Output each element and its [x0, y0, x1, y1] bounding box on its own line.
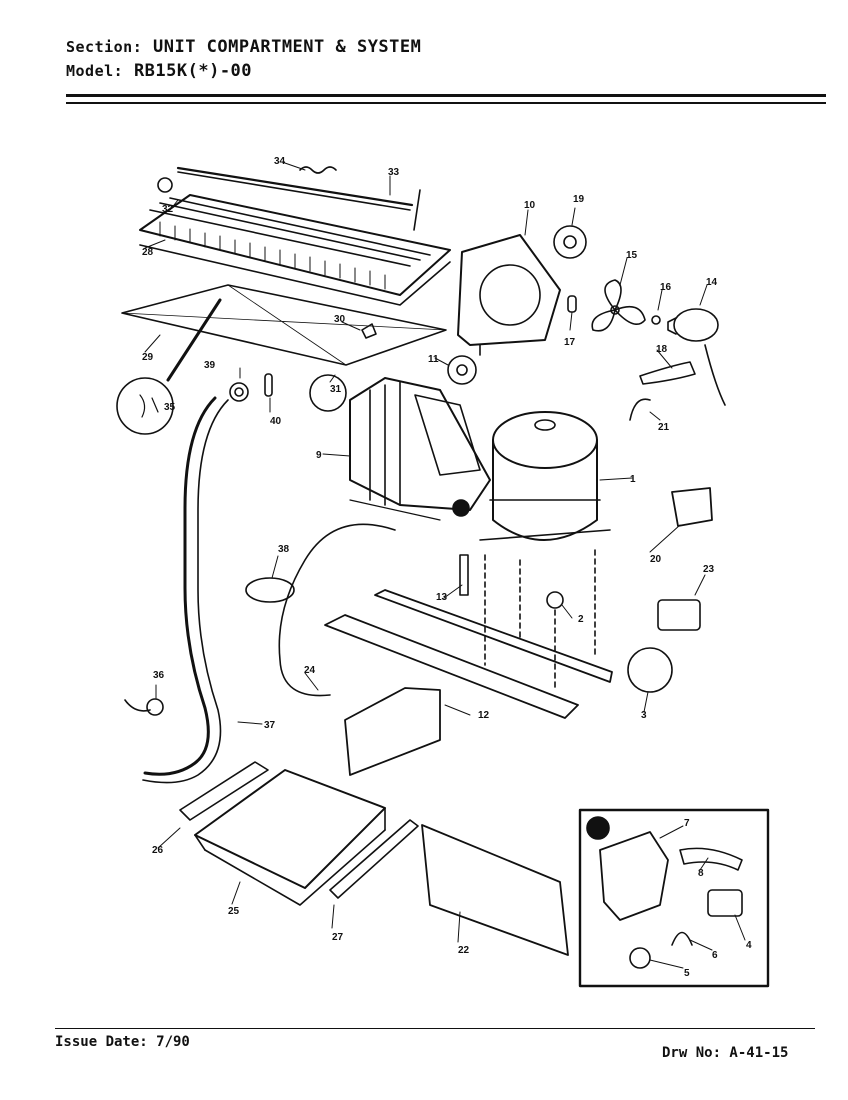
- callout-12: 12: [478, 710, 490, 721]
- part-22-panel: [421, 824, 569, 956]
- part-6-clip: [671, 931, 693, 946]
- callout-7: 7: [684, 818, 690, 829]
- callout-19: 19: [573, 194, 585, 205]
- part-36-fitting: [146, 698, 164, 716]
- part-23-overload: [657, 599, 701, 631]
- callout-2: 2: [578, 614, 584, 625]
- part-2-mount: [546, 591, 564, 609]
- part-8-bracket: [679, 847, 743, 871]
- inset-marker-on-compressor: [452, 499, 470, 517]
- leader-lines: [144, 161, 746, 969]
- callout-34: 34: [274, 156, 286, 167]
- callout-labels: 1234567891011121314151617181920212223242…: [142, 156, 752, 979]
- callout-39: 39: [204, 360, 216, 371]
- part-10-fan-shroud: [457, 234, 561, 356]
- part-39-grommet: [229, 382, 249, 402]
- callout-31: 31: [330, 384, 342, 395]
- part-30-clip: [361, 323, 377, 339]
- callout-13: 13: [436, 592, 448, 603]
- part-9-evaporator: [349, 377, 491, 521]
- part-7-cover: [599, 831, 669, 921]
- part-1-compressor: [479, 411, 611, 541]
- callout-23: 23: [703, 564, 715, 575]
- part-29-plate-diagonal: [121, 284, 447, 366]
- header-rule-top: [66, 94, 826, 97]
- inset-marker-icon: [586, 816, 610, 840]
- callout-20: 20: [650, 554, 662, 565]
- callout-28: 28: [142, 247, 154, 258]
- part-24-cord: [278, 523, 396, 697]
- part-4-relay: [707, 889, 743, 917]
- part-12-bracket: [344, 687, 441, 776]
- part-18-bracket: [639, 361, 696, 385]
- part-19-bushing: [553, 225, 587, 259]
- part-28-condenser: [139, 177, 451, 306]
- callout-40: 40: [270, 416, 282, 427]
- part-17-clip: [567, 295, 577, 313]
- callout-10: 10: [524, 200, 536, 211]
- inset-detail-box: [578, 808, 770, 988]
- callout-32: 32: [162, 204, 174, 215]
- callout-17: 17: [564, 337, 576, 348]
- issue-date: Issue Date: 7/90: [55, 1034, 190, 1050]
- callout-33: 33: [388, 167, 400, 178]
- part-15-fan-blade: [591, 279, 646, 332]
- callout-21: 21: [658, 422, 670, 433]
- part-20-relay: [671, 487, 713, 527]
- footer-rule: [55, 1028, 815, 1029]
- callout-30: 30: [334, 314, 346, 325]
- callout-22: 22: [458, 945, 470, 956]
- model-heading: Model: RB15K(*)-00: [66, 61, 252, 81]
- part-21-wire: [629, 398, 651, 421]
- callout-18: 18: [656, 344, 668, 355]
- callout-38: 38: [278, 544, 290, 555]
- callout-15: 15: [626, 250, 638, 261]
- part-25-drain-pan: [194, 769, 386, 906]
- callout-24: 24: [304, 665, 316, 676]
- callout-37: 37: [264, 720, 276, 731]
- callout-14: 14: [706, 277, 718, 288]
- part-14-fan-motor: [667, 308, 726, 406]
- drawing-number: Drw No: A-41-15: [662, 1045, 789, 1061]
- part-40-clip: [264, 373, 273, 397]
- callout-29: 29: [142, 352, 154, 363]
- callout-9: 9: [316, 450, 322, 461]
- callout-11: 11: [428, 354, 439, 365]
- part-26-rail: [179, 761, 269, 821]
- section-key: Section:: [66, 38, 143, 56]
- callout-16: 16: [660, 282, 672, 293]
- section-value: UNIT COMPARTMENT & SYSTEM: [153, 37, 422, 57]
- section-heading: Section: UNIT COMPARTMENT & SYSTEM: [66, 37, 421, 57]
- part-3-grommet-detail: [627, 647, 673, 693]
- base-rails: [324, 549, 613, 719]
- model-value: RB15K(*)-00: [133, 61, 253, 81]
- callout-8: 8: [698, 868, 704, 879]
- part-11-grommet: [447, 355, 477, 385]
- part-35-detail-circle: [116, 377, 174, 435]
- part-16-washer: [651, 315, 661, 325]
- callout-25: 25: [228, 906, 240, 917]
- part-37-drain-tube: [143, 396, 217, 776]
- callout-26: 26: [152, 845, 164, 856]
- part-34-wire: [299, 166, 337, 174]
- callout-36: 36: [153, 670, 165, 681]
- part-13-drier: [459, 554, 469, 596]
- callout-1: 1: [630, 474, 636, 485]
- callout-27: 27: [332, 932, 344, 943]
- part-33-rod: [176, 166, 414, 211]
- callout-6: 6: [712, 950, 718, 961]
- header-rule-bottom: [66, 102, 826, 104]
- callout-3: 3: [641, 710, 647, 721]
- callout-5: 5: [684, 968, 690, 979]
- part-31-detail-circle: [309, 374, 347, 412]
- callout-35: 35: [164, 402, 176, 413]
- part-5-overload: [629, 947, 651, 969]
- model-key: Model:: [66, 62, 124, 80]
- part-29-plate: [121, 284, 447, 366]
- part-27-rail: [329, 819, 419, 899]
- callout-4: 4: [746, 940, 752, 951]
- part-38-clamp: [245, 577, 295, 603]
